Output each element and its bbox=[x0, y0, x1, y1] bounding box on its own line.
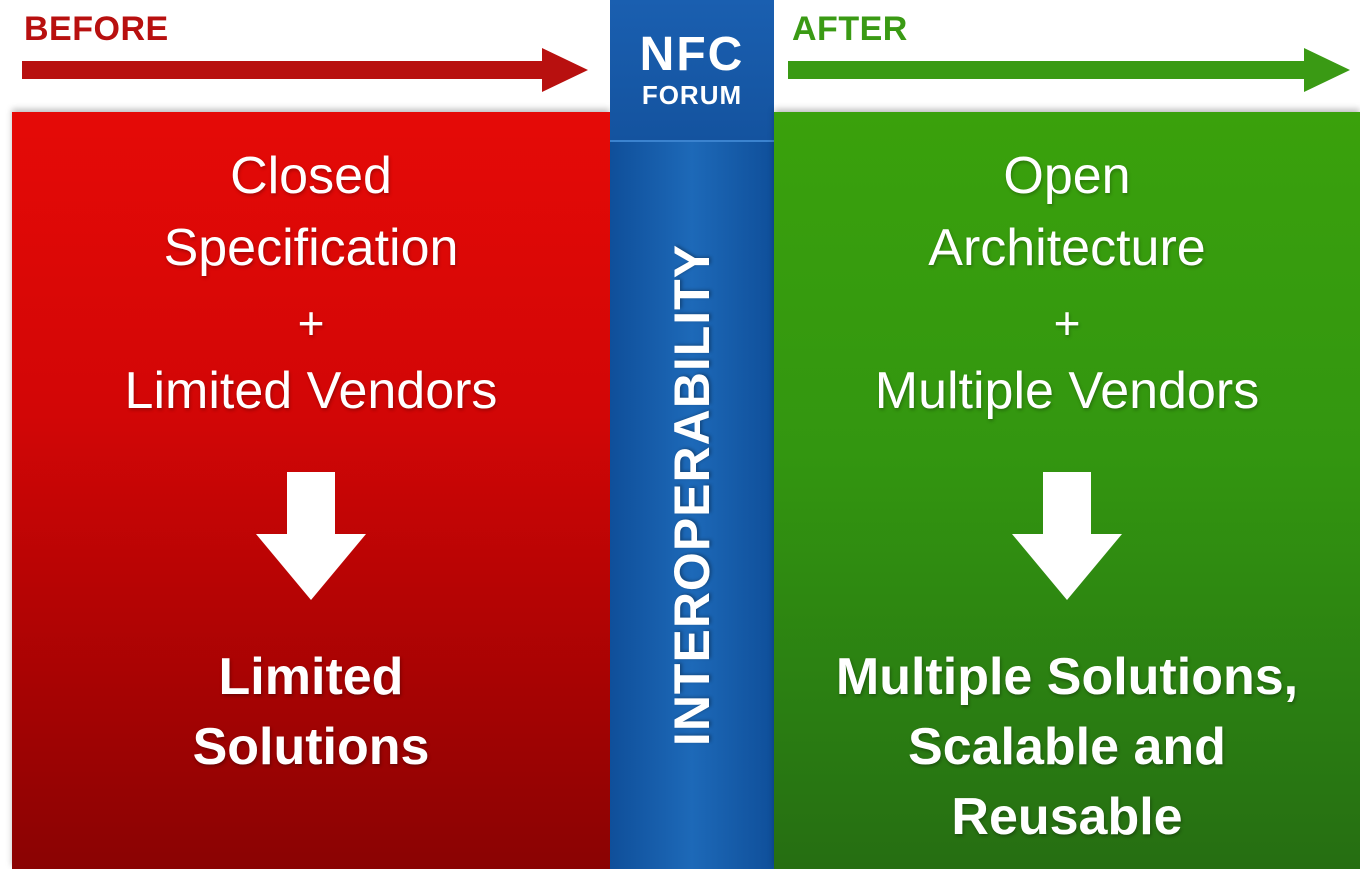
before-spec-text: Closed Specification bbox=[12, 140, 610, 284]
before-result-line-1: Limited bbox=[218, 648, 404, 706]
after-vendors: Multiple Vendors bbox=[874, 362, 1260, 420]
before-arrow-icon bbox=[22, 48, 588, 92]
after-line-2: Architecture bbox=[928, 219, 1206, 277]
before-line-1: Closed bbox=[230, 147, 392, 205]
before-vendors: Limited Vendors bbox=[124, 362, 498, 420]
nfc-forum-logo: NFC FORUM bbox=[610, 0, 774, 142]
after-arch-text: Open Architecture bbox=[774, 140, 1360, 284]
logo-top-text: NFC bbox=[640, 28, 745, 81]
before-line-2: Specification bbox=[163, 219, 459, 277]
after-label: AFTER bbox=[792, 10, 908, 48]
before-result: Limited Solutions bbox=[12, 642, 610, 782]
after-panel: Open Architecture + Multiple Vendors Mul… bbox=[774, 112, 1360, 869]
nfc-forum-logo-icon: NFC FORUM bbox=[640, 28, 745, 110]
after-line-1: Open bbox=[1003, 147, 1131, 205]
before-result-line-2: Solutions bbox=[192, 718, 430, 776]
before-panel: Closed Specification + Limited Vendors L… bbox=[12, 112, 610, 869]
after-plus: + bbox=[1053, 297, 1081, 349]
before-plus: + bbox=[297, 297, 325, 349]
before-label: BEFORE bbox=[24, 10, 169, 48]
logo-bottom-text: FORUM bbox=[642, 80, 742, 110]
after-arrow-icon bbox=[788, 48, 1350, 92]
after-result-line-2: Scalable and bbox=[908, 718, 1226, 776]
interoperability-column: NFC FORUM INTEROPERABILITY bbox=[610, 0, 774, 869]
interoperability-label: INTEROPERABILITY bbox=[664, 243, 720, 747]
after-result: Multiple Solutions, Scalable and Reusabl… bbox=[774, 642, 1360, 852]
down-arrow-icon bbox=[256, 472, 366, 600]
down-arrow-icon bbox=[1012, 472, 1122, 600]
after-result-line-1: Multiple Solutions, bbox=[835, 648, 1299, 706]
after-result-line-3: Reusable bbox=[951, 788, 1183, 846]
